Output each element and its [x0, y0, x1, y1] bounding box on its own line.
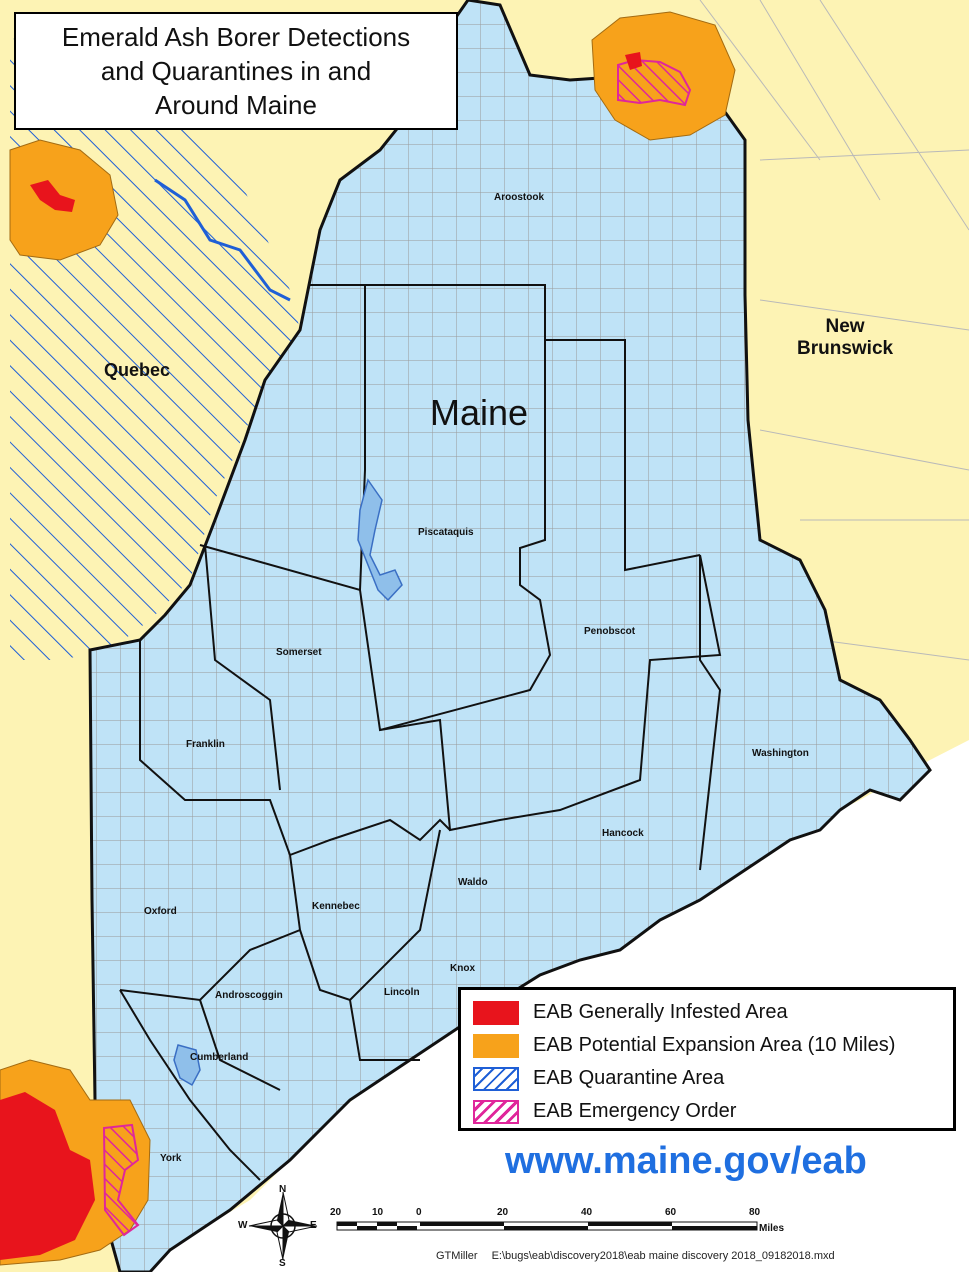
quarantine-boundary [154, 178, 291, 302]
state-label-maine: Maine [430, 392, 529, 433]
legend-item-emergency-order: EAB Emergency Order [473, 1095, 941, 1128]
legend-swatch-expansion [473, 1033, 519, 1058]
scale-tick-label: 40 [581, 1207, 593, 1218]
footer-file-path: E:\bugs\eab\discovery2018\eab maine disc… [491, 1250, 835, 1262]
county-label-kennebec: Kennebec [312, 901, 360, 912]
legend-swatch-emergency-order [473, 1099, 519, 1124]
legend-label-emergency-order: EAB Emergency Order [533, 1100, 737, 1122]
scale-tick-label: 60 [665, 1207, 677, 1218]
compass-rose [248, 1191, 318, 1261]
map-footer: GTMiller E:\bugs\eab\discovery2018\eab ma… [436, 1250, 849, 1262]
compass-north-label: N [279, 1184, 287, 1195]
county-borders [119, 284, 722, 1181]
new-brunswick-parishes [699, 0, 969, 661]
legend-swatch-infested [473, 1000, 519, 1025]
map-title: Emerald Ash Borer Detections and Quarant… [14, 12, 458, 130]
county-label-washington: Washington [752, 748, 809, 759]
county-label-penobscot: Penobscot [584, 626, 636, 637]
province-label-quebec: Quebec [104, 360, 171, 380]
title-line-1: Emerald Ash Borer Detections [61, 22, 411, 52]
scale-tick-label: 80 [749, 1207, 761, 1218]
scale-tick-label: 20 [497, 1207, 509, 1218]
legend-label-quarantine: EAB Quarantine Area [533, 1067, 725, 1089]
county-label-aroostook: Aroostook [494, 192, 544, 203]
scale-tick-label: 10 [372, 1207, 384, 1218]
new-brunswick-line-1: New [825, 316, 865, 337]
moosehead-lake [357, 478, 403, 602]
legend-label-infested: EAB Generally Infested Area [533, 1001, 788, 1023]
scale-unit-label: Miles [759, 1223, 785, 1234]
legend-item-expansion: EAB Potential Expansion Area (10 Miles) [473, 1029, 941, 1062]
legend-item-infested: EAB Generally Infested Area [473, 996, 941, 1029]
county-label-oxford: Oxford [144, 906, 177, 917]
county-label-hancock: Hancock [602, 828, 644, 839]
county-label-somerset: Somerset [276, 647, 322, 658]
scale-tick-label: 0 [416, 1207, 422, 1218]
title-line-2: and Quarantines in and [100, 56, 372, 86]
county-label-york: York [160, 1153, 182, 1164]
province-label-new-brunswick: New Brunswick [797, 316, 893, 360]
quebec-infestation [9, 139, 119, 261]
county-label-lincoln: Lincoln [384, 987, 420, 998]
county-label-knox: Knox [450, 963, 475, 974]
sebago-lake [173, 1044, 201, 1087]
aroostook-infestation [591, 11, 736, 141]
compass-south-label: S [279, 1258, 286, 1269]
county-label-waldo: Waldo [458, 877, 488, 888]
website-link[interactable]: www.maine.gov/eab [505, 1140, 867, 1182]
legend-label-expansion: EAB Potential Expansion Area (10 Miles) [533, 1034, 896, 1056]
county-label-androscoggin: Androscoggin [215, 990, 283, 1001]
title-line-3: Around Maine [155, 90, 317, 120]
compass-west-label: W [238, 1220, 248, 1231]
southern-infestation [0, 1059, 151, 1266]
legend-item-quarantine: EAB Quarantine Area [473, 1062, 941, 1095]
county-label-piscataquis: Piscataquis [418, 527, 474, 538]
compass-east-label: E [310, 1220, 317, 1231]
scale-tick-label: 20 [330, 1207, 342, 1218]
county-label-cumberland: Cumberland [190, 1052, 249, 1063]
footer-author: GTMiller [436, 1250, 478, 1262]
county-label-franklin: Franklin [186, 739, 225, 750]
map-legend: EAB Generally Infested Area EAB Potentia… [458, 987, 956, 1131]
new-brunswick-line-2: Brunswick [797, 338, 894, 359]
scale-bar [336, 1221, 758, 1231]
legend-swatch-quarantine [473, 1066, 519, 1091]
